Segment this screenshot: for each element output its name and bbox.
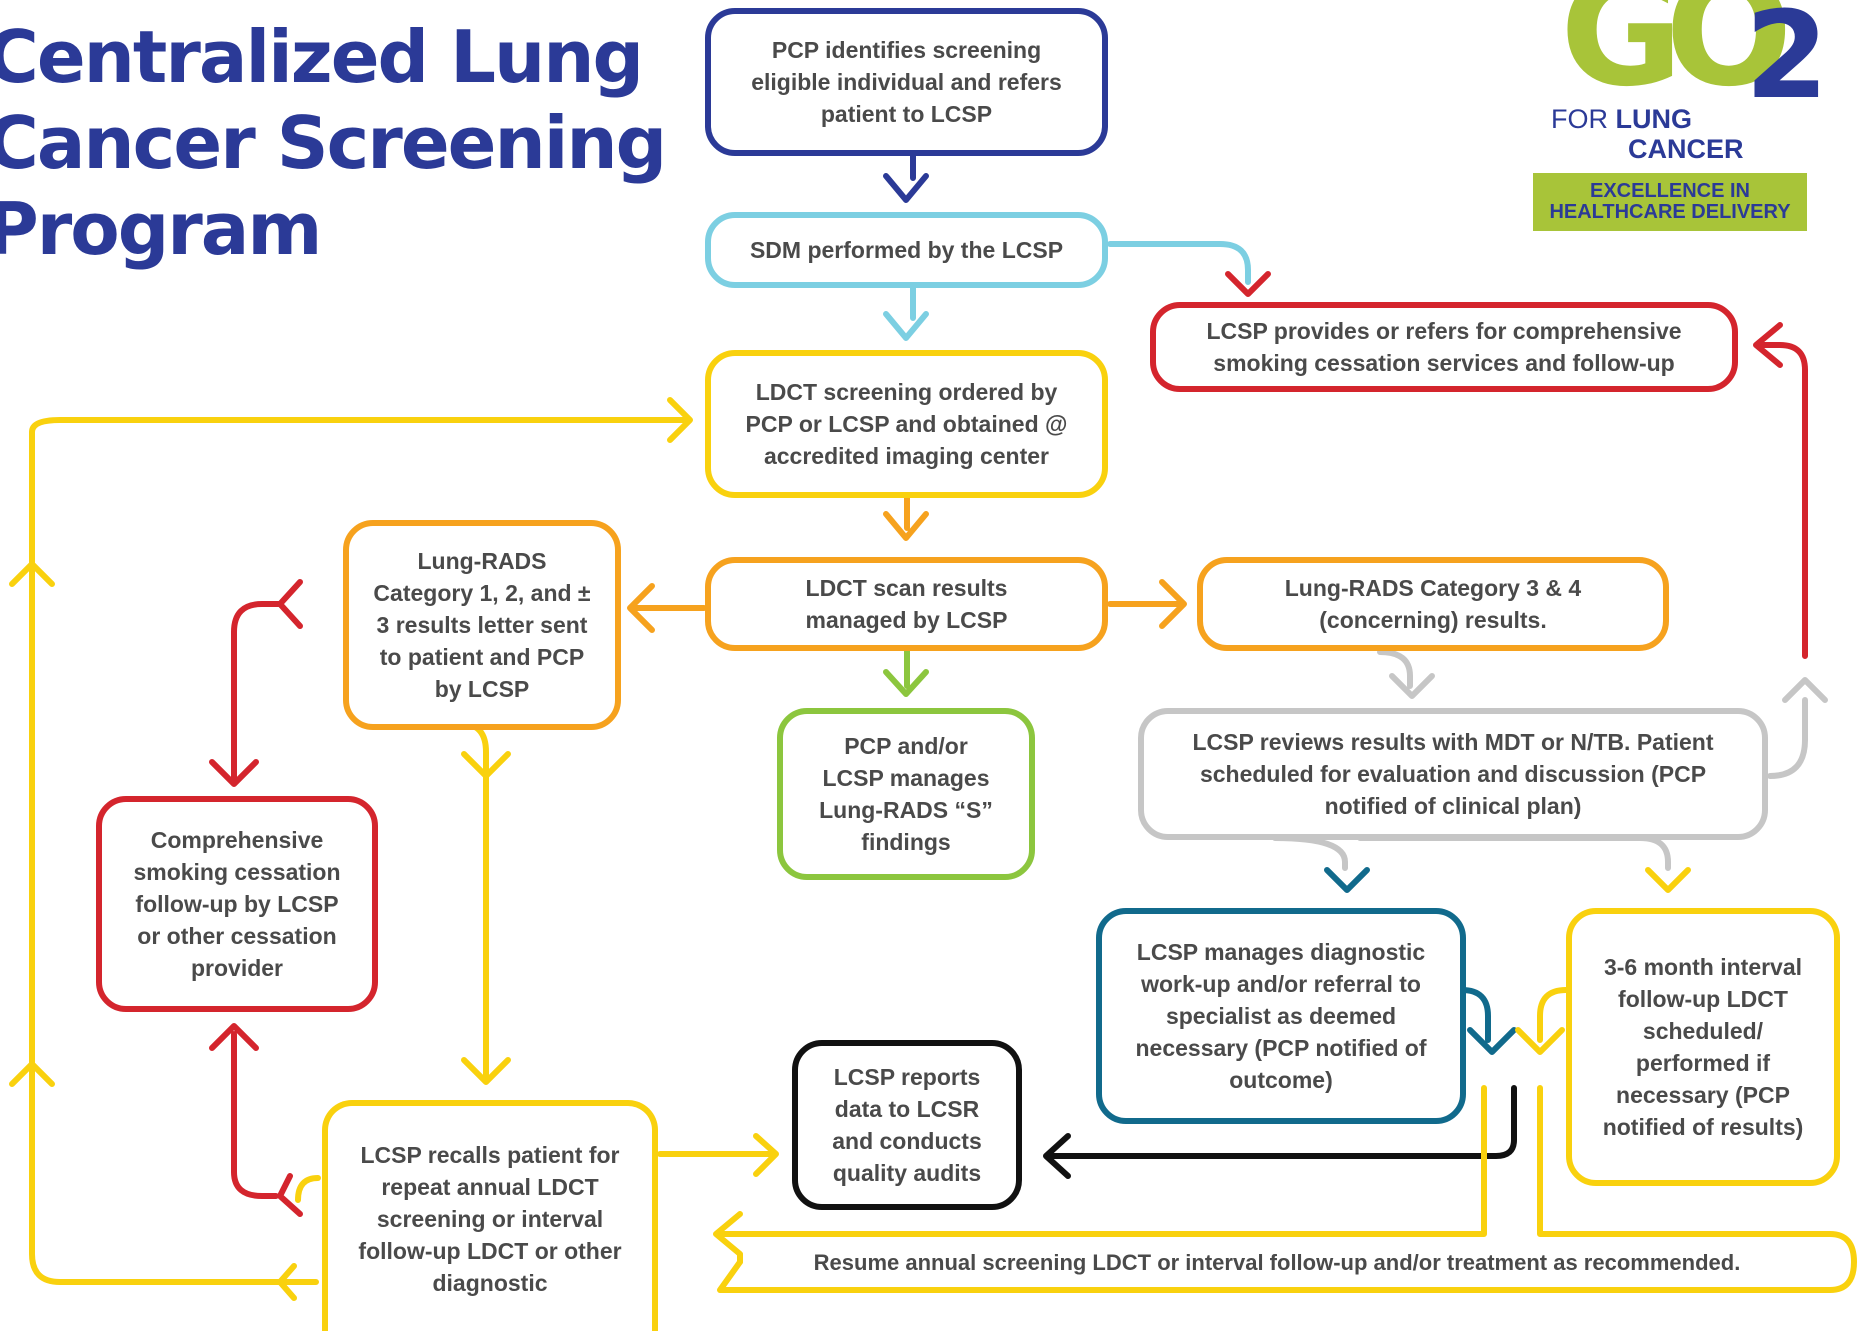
logo-lung: LUNG [1615,104,1693,134]
connector-recalls-to-reports [657,1133,779,1177]
connector-pcp-to-sdm [883,151,929,203]
node-sdm: SDM performed by the LCSP [705,212,1108,288]
connector-interval-down [1515,987,1569,1055]
arrowhead-interval [1645,867,1691,893]
node-smoking-services: LCSP provides or refers for comprehensiv… [1150,302,1738,392]
connector-reviews-to-interval [1357,835,1671,871]
connector-results-to-lr34 [1107,579,1187,629]
connector-reviews-up [1767,677,1828,779]
connector-sdm-to-ldct [883,285,929,341]
page-title: Centralized Lung Cancer Screening Progra… [0,14,667,272]
connector-lr12-to-comp [209,579,303,787]
connector-diag-down [1459,987,1517,1055]
logo-for-lung: FOR LUNG [1551,104,1692,135]
logo-for: FOR [1551,104,1608,134]
arrowhead-loop-up-2 [9,1061,55,1087]
logo-band-line-2: HEALTHCARE DELIVERY [1549,201,1791,223]
connector-recalls-left-yellow [295,1175,321,1203]
connector-red-to-smoking [1753,322,1808,659]
node-lungrads-12: Lung-RADS Category 1, 2, and ± 3 results… [343,520,621,730]
node-reports-data: LCSP reports data to LCSR and conducts q… [792,1040,1022,1210]
logo-mark-sub: 2 [1745,0,1829,126]
arrowhead-lr12-down [461,751,511,779]
connector-to-reports [1043,1085,1517,1179]
title-line-3: Program [0,187,322,271]
logo-mark: GO [1560,0,1793,120]
node-ldct-results: LDCT scan results managed by LCSP [705,557,1108,651]
node-lungrads-34: Lung-RADS Category 3 & 4 (concerning) re… [1197,557,1669,651]
logo-band: EXCELLENCE IN HEALTHCARE DELIVERY [1533,173,1807,231]
arrowhead-loop-up-1 [9,561,55,587]
connector-results-to-lr12 [627,583,707,633]
arrowhead-diagnostic [1324,867,1370,893]
node-lcsp-reviews: LCSP reviews results with MDT or N/TB. P… [1138,708,1768,840]
connector-sdm-to-smoking [1107,241,1251,285]
connector-comp-to-recalls [209,1023,303,1217]
node-recalls-patient: LCSP recalls patient for repeat annual L… [322,1100,658,1331]
connector-loop-left [29,397,693,1285]
title-line-2: Cancer Screening [0,101,667,185]
resume-band-outline [717,1085,1857,1293]
logo-band-line-1: EXCELLENCE IN [1589,180,1751,202]
connector-results-to-s [883,647,929,697]
node-ldct-ordered: LDCT screening ordered by PCP or LCSP an… [705,350,1108,498]
node-pcp-identifies: PCP identifies screening eligible indivi… [705,8,1108,156]
node-interval-followup: 3-6 month interval follow-up LDCT schedu… [1566,908,1840,1186]
logo-cancer: CANCER [1628,134,1744,164]
node-resume-annual: Resume annual screening LDCT or interval… [813,1250,1741,1275]
node-comprehensive-followup: Comprehensive smoking cessation follow-u… [96,796,378,1012]
connector-to-resume [713,1085,1487,1265]
arrowhead-smoking [1225,271,1271,297]
arrowhead-recalls-left [277,1263,297,1301]
title-line-1: Centralized Lung [0,15,644,99]
node-diagnostic-workup: LCSP manages diagnostic work-up and/or r… [1096,908,1466,1124]
go2-logo: GO 2 FOR LUNG CANCER EXCELLENCE IN HEALT… [1520,0,1829,240]
connector-reviews-to-diag [1272,835,1348,871]
node-pcp-s-findings: PCP and/or LCSP manages Lung-RADS “S” fi… [777,708,1035,880]
connector-lr34-to-reviews [1377,649,1435,699]
